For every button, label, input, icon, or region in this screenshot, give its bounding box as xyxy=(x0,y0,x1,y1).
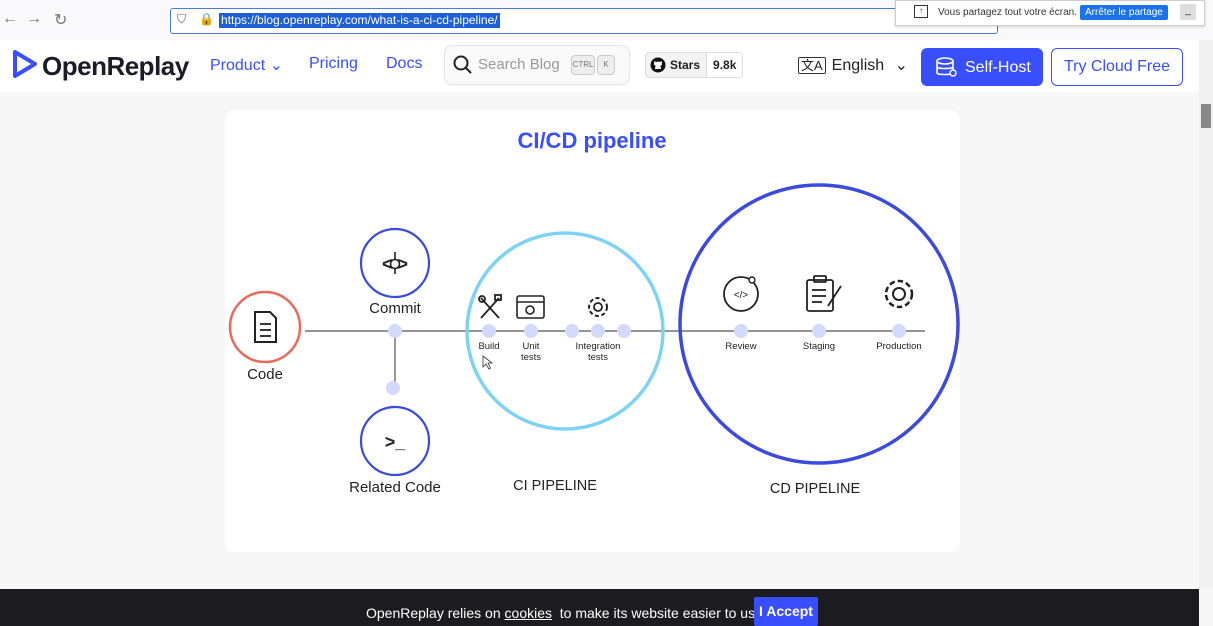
unit-tests-node xyxy=(524,324,538,338)
chevron-down-icon: ⌄ xyxy=(269,57,283,74)
gear-icon xyxy=(588,297,608,317)
build-node xyxy=(482,324,496,338)
integration-node-2 xyxy=(591,324,605,338)
translate-icon: 文A xyxy=(798,57,826,74)
nav-pricing[interactable]: Pricing xyxy=(309,55,358,72)
pipeline-diagram-card: CI/CD pipeline Code < > Commit >_ Relate… xyxy=(225,110,960,552)
accept-cookies-button[interactable]: I Accept xyxy=(754,597,818,626)
chevron-down-icon: ⌄ xyxy=(894,57,909,74)
mouse-cursor-icon xyxy=(482,355,494,370)
build-label: Build xyxy=(478,341,499,352)
share-status: Vous partagez tout votre écran. xyxy=(938,7,1077,18)
commit-icon: < > xyxy=(382,252,408,274)
unit-tests-label-2: tests xyxy=(521,352,541,363)
ci-pipeline-circle xyxy=(465,231,665,431)
site-header: OpenReplay Product ⌄ Pricing Docs Search… xyxy=(0,40,1199,92)
review-label: Review xyxy=(725,341,756,352)
minimize-button[interactable]: _ xyxy=(1180,4,1196,20)
document-icon xyxy=(254,311,277,343)
database-icon xyxy=(936,57,957,77)
code-review-icon: </> xyxy=(723,276,759,312)
ci-cd-pipeline-diagram: CI/CD pipeline Code < > Commit >_ Relate… xyxy=(228,128,960,497)
page-scrollbar[interactable] xyxy=(1199,40,1213,589)
play-logo-icon xyxy=(13,50,37,78)
github-stars-button[interactable]: Stars 9.8k xyxy=(645,52,744,78)
staging-node xyxy=(812,324,826,338)
terminal-icon: >_ xyxy=(385,432,407,452)
browser-code-icon xyxy=(516,295,545,319)
kbd-ctrl: CTRL xyxy=(571,55,595,75)
svg-text:</>: </> xyxy=(734,290,749,301)
stars-count: 9.8k xyxy=(707,53,743,77)
related-code-label: Related Code xyxy=(349,479,441,496)
logo-text: OpenReplay xyxy=(42,51,189,81)
forward-arrow-icon[interactable]: → xyxy=(26,10,42,27)
commit-label: Commit xyxy=(369,300,421,317)
commit-node xyxy=(388,324,402,338)
cookie-text: OpenReplay relies on cookies to make its… xyxy=(366,605,767,621)
clipboard-icon xyxy=(806,275,842,312)
screen-share-bar: ↑ Vous partagez tout votre écran. Arrête… xyxy=(895,0,1205,26)
search-placeholder: Search Blog xyxy=(478,56,560,73)
shield-icon: ⛉ xyxy=(177,12,187,26)
self-host-button[interactable]: Self-Host xyxy=(921,48,1043,86)
ci-pipeline-label: CI PIPELINE xyxy=(513,478,597,494)
integration-node-1 xyxy=(565,324,579,338)
integration-label-2: tests xyxy=(588,352,608,363)
stop-sharing-button[interactable]: Arrêter le partage xyxy=(1080,5,1168,20)
browser-toolbar: ← → ↻ ⛉ 🔒 https://blog.openreplay.com/wh… xyxy=(0,0,1213,41)
cd-pipeline-label: CD PIPELINE xyxy=(770,481,861,497)
cd-pipeline-circle xyxy=(678,183,960,465)
nav-docs[interactable]: Docs xyxy=(386,55,423,72)
back-arrow-icon[interactable]: ← xyxy=(2,10,18,27)
try-cloud-button[interactable]: Try Cloud Free xyxy=(1051,48,1183,86)
code-circle xyxy=(228,290,302,364)
cookie-banner: OpenReplay relies on cookies to make its… xyxy=(0,589,1199,626)
integration-node-3 xyxy=(617,324,631,338)
scrollbar-thumb[interactable] xyxy=(1201,104,1211,128)
gear-icon xyxy=(884,279,914,309)
tools-icon xyxy=(478,294,502,319)
unit-tests-label-1: Unit xyxy=(523,341,540,352)
github-icon xyxy=(650,57,666,73)
reload-icon[interactable]: ↻ xyxy=(54,12,68,29)
nav-product[interactable]: Product ⌄ xyxy=(210,57,283,74)
stars-label: Stars xyxy=(670,58,701,72)
related-code-node xyxy=(386,381,400,395)
screen-share-icon: ↑ xyxy=(914,5,928,18)
code-label: Code xyxy=(247,366,283,383)
related-code-circle xyxy=(359,405,431,477)
review-node xyxy=(734,324,748,338)
cookies-link[interactable]: cookies xyxy=(504,605,552,621)
search-input[interactable]: Search Blog CTRL K xyxy=(444,45,630,85)
kbd-k: K xyxy=(597,55,615,75)
lock-icon: 🔒 xyxy=(199,12,214,26)
staging-label: Staging xyxy=(803,341,835,352)
integration-label-1: Integration xyxy=(576,341,621,352)
address-bar[interactable]: ⛉ 🔒 https://blog.openreplay.com/what-is-… xyxy=(170,8,998,34)
url-text[interactable]: https://blog.openreplay.com/what-is-a-ci… xyxy=(219,13,500,28)
production-label: Production xyxy=(876,341,921,352)
production-node xyxy=(892,324,906,338)
diagram-title: CI/CD pipeline xyxy=(517,128,666,153)
search-icon xyxy=(453,55,472,74)
